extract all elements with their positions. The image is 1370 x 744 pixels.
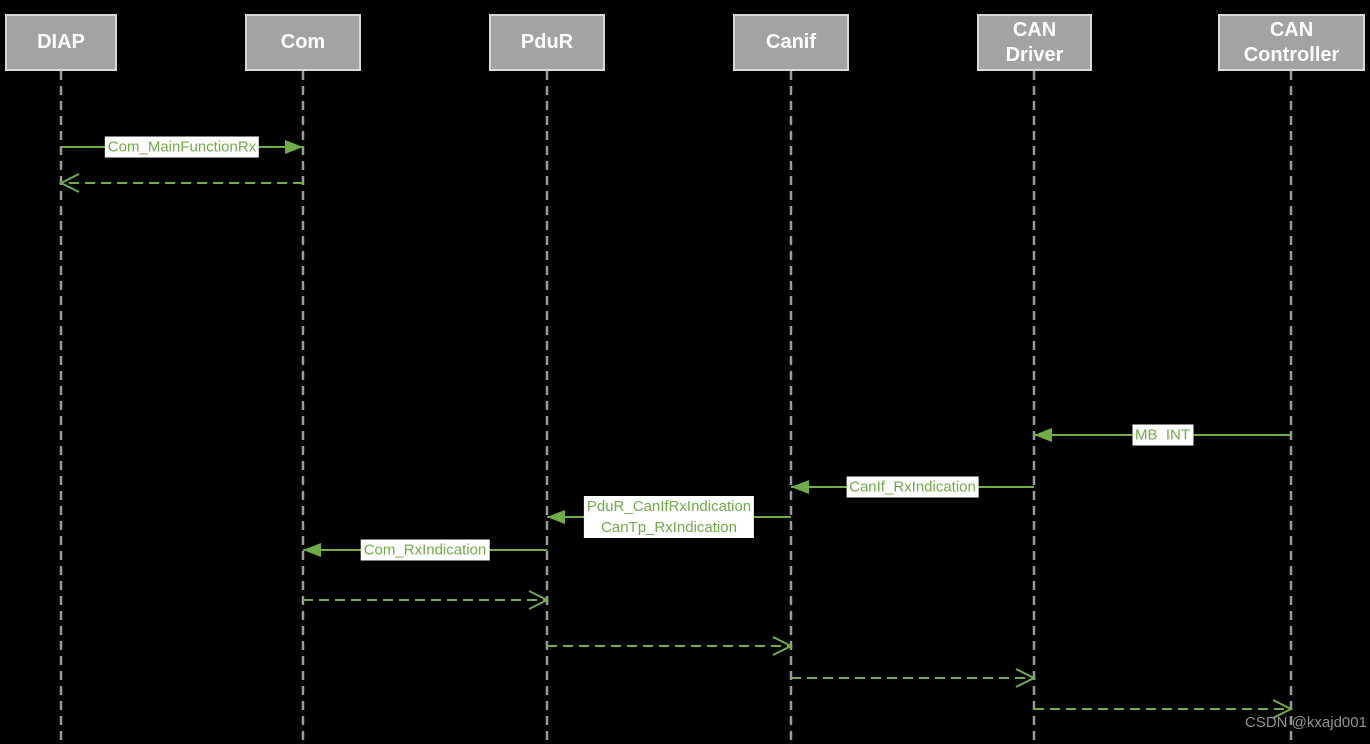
actor-box-canif: Canif: [733, 14, 849, 71]
actor-box-diap: DIAP: [5, 14, 117, 71]
actor-box-candriver: CAN Driver: [977, 14, 1092, 71]
actor-box-pdur: PduR: [489, 14, 605, 71]
actor-box-com: Com: [245, 14, 361, 71]
actor-label: PduR: [520, 31, 574, 53]
message-label: CanIf_RxIndication: [846, 476, 979, 498]
message-label: PduR_CanIfRxIndication CanTp_RxIndicatio…: [583, 496, 755, 538]
message-label: Com_MainFunctionRx: [104, 136, 260, 158]
message-label: MB INT: [1132, 424, 1193, 446]
watermark: CSDN @kxajd001: [1245, 714, 1367, 731]
message-label: Com_RxIndication: [360, 539, 490, 561]
actor-label: Com: [280, 31, 326, 53]
actor-label: CAN Controller: [1243, 18, 1340, 66]
actor-box-cancontroller: CAN Controller: [1218, 14, 1365, 71]
actor-label: Canif: [766, 31, 816, 53]
actor-label: CAN Driver: [1005, 18, 1064, 66]
actor-label: DIAP: [37, 31, 85, 53]
